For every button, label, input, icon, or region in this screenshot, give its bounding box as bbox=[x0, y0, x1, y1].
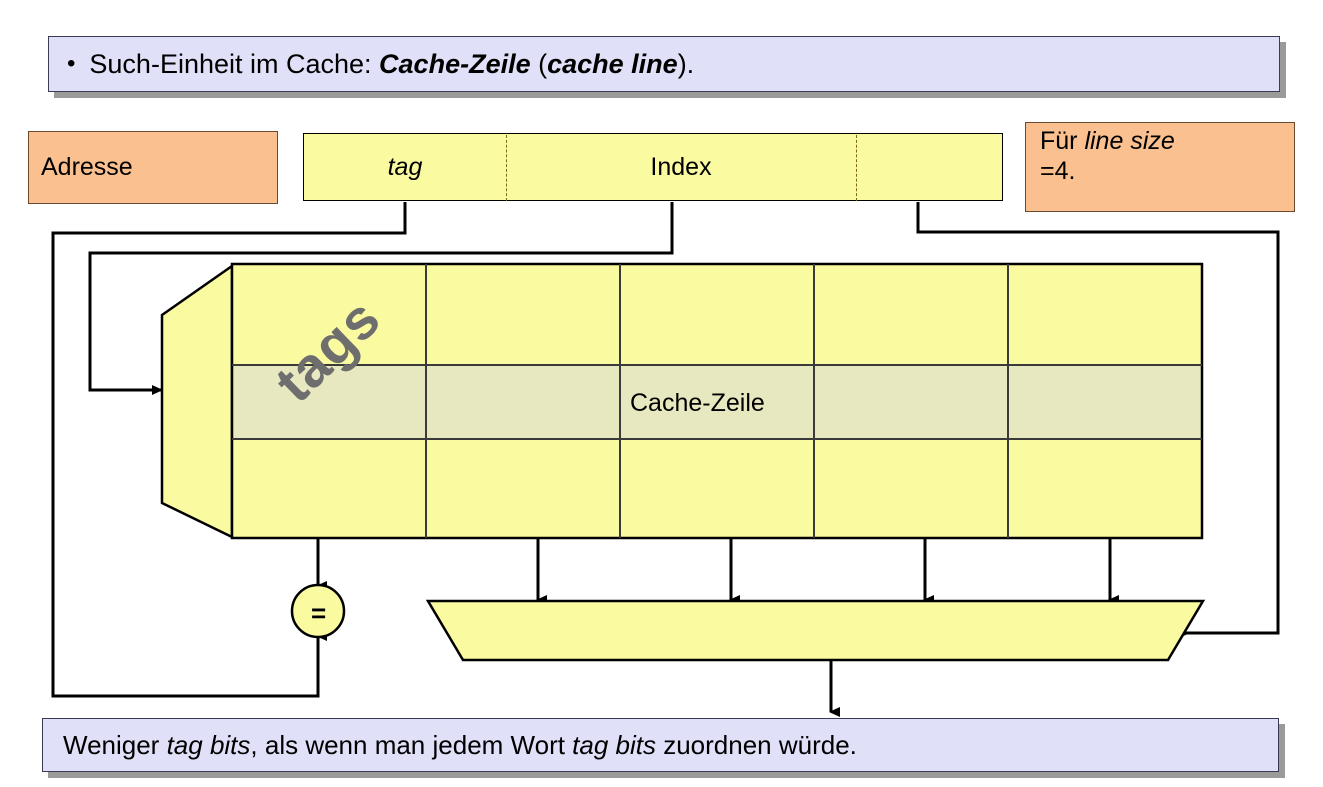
line-size-note-line1: Für line size bbox=[1040, 127, 1175, 155]
address-label-box: Adresse bbox=[28, 131, 278, 204]
wire-offset-to-mux-select bbox=[916, 202, 1280, 638]
wire-tag-to-comparator bbox=[51, 202, 407, 698]
cache-array-highlight-row bbox=[232, 365, 1202, 439]
cache-decoder-shape bbox=[160, 263, 234, 539]
cache-array bbox=[230, 262, 1204, 540]
title-emph-cache-zeile: Cache-Zeile bbox=[379, 48, 531, 79]
wires-cache-to-mux bbox=[536, 538, 1119, 605]
footer-text: Weniger tag bits, als wenn man jedem Wor… bbox=[63, 729, 857, 760]
address-field-index: Index bbox=[506, 134, 856, 200]
footer-banner: Weniger tag bits, als wenn man jedem Wor… bbox=[42, 718, 1279, 772]
line-size-note-box: Für line size =4. bbox=[1025, 122, 1295, 212]
cache-line-label: Cache-Zeile bbox=[630, 389, 765, 417]
line-size-note-line2: =4. bbox=[1040, 156, 1076, 185]
address-label-text: Adresse bbox=[41, 153, 133, 181]
title-banner: • Such-Einheit im Cache: Cache-Zeile (ca… bbox=[48, 36, 1280, 92]
address-field-offset bbox=[856, 134, 1004, 200]
address-field-strip: tag Index bbox=[303, 133, 1003, 201]
title-text: Such-Einheit im Cache: Cache-Zeile (cach… bbox=[89, 48, 695, 79]
word-select-multiplexer-shape bbox=[425, 599, 1206, 662]
address-divider-tag-index bbox=[506, 135, 507, 201]
bullet-icon: • bbox=[67, 50, 76, 77]
line-size-emph: line size bbox=[1084, 127, 1175, 155]
address-divider-index-offset bbox=[856, 135, 857, 201]
footer-emph-1: tag bits bbox=[166, 729, 251, 760]
wire-index-to-decoder bbox=[88, 202, 674, 395]
footer-emph-2: tag bits bbox=[572, 729, 656, 760]
address-field-tag-label: tag bbox=[387, 152, 423, 181]
comparator-equals-label: = bbox=[311, 598, 327, 628]
tag-comparator-shape bbox=[290, 583, 346, 639]
title-emph-cache-line: cache line bbox=[547, 48, 678, 79]
address-field-index-label: Index bbox=[650, 152, 712, 181]
address-field-tag: tag bbox=[304, 134, 506, 200]
